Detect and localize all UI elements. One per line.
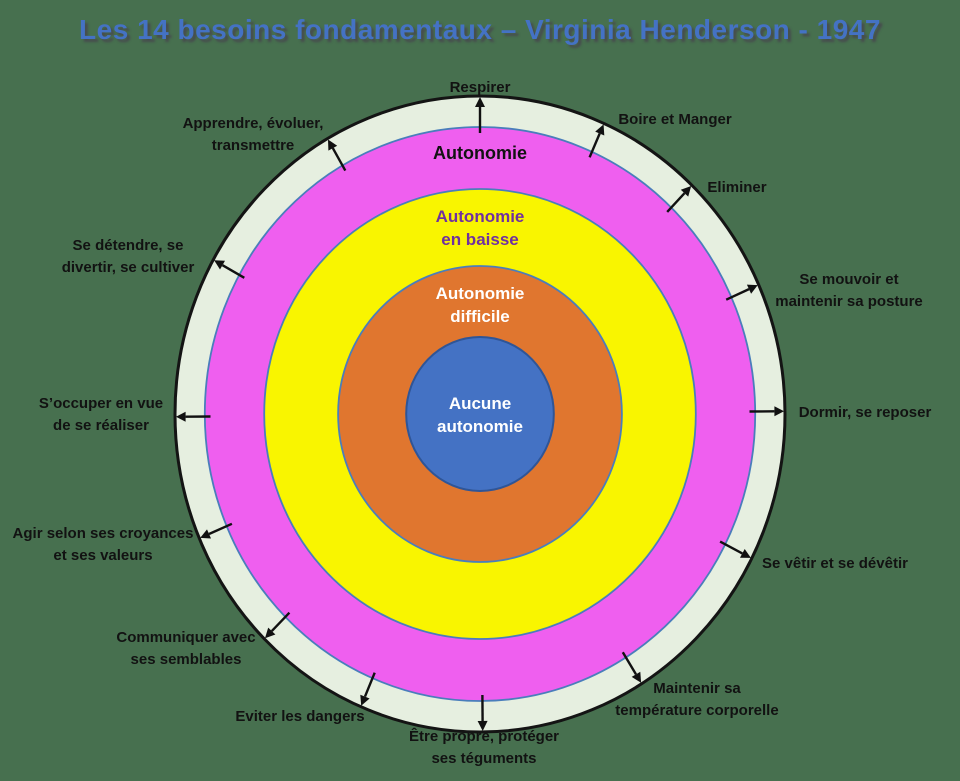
arrow-se-vetir: [719, 540, 751, 558]
need-label-eviter-dangers: Eviter les dangers: [235, 706, 364, 728]
need-label-line: Boire et Manger: [618, 111, 732, 128]
arrow-apprendre: [328, 139, 347, 172]
need-label-line: Apprendre, évoluer,: [182, 115, 324, 132]
ring-label-autonomie-difficile: Autonomie difficile: [436, 282, 525, 328]
need-label-line: ses semblables: [130, 651, 242, 668]
need-label-line: Se détendre, se: [72, 237, 184, 254]
need-label-line: Dormir, se reposer: [798, 404, 932, 421]
arrow-se-detendre: [214, 260, 245, 279]
ring-label-line: Autonomie: [435, 207, 525, 226]
need-label-se-vetir: Se vêtir et se dévêtir: [762, 553, 908, 575]
need-label-line: température corporelle: [615, 702, 779, 719]
arrow-eliminer: [666, 186, 692, 213]
arrow-soccuper: [176, 411, 211, 422]
need-label-respirer: Respirer: [450, 77, 511, 99]
need-label-boire-et-manger: Boire et Manger: [618, 109, 731, 131]
need-label-dormir: Dormir, se reposer: [799, 402, 932, 424]
need-label-line: S’occuper en vue: [38, 395, 164, 412]
need-label-line: de se réaliser: [53, 417, 149, 434]
need-label-communiquer: Communiquer avec ses semblables: [116, 627, 255, 671]
ring-label-line: Aucune: [448, 394, 512, 413]
need-label-line: Communiquer avec: [116, 629, 256, 646]
ring-label-line: difficile: [450, 307, 510, 326]
diagram-title: Les 14 besoins fondamentaux – Virginia H…: [79, 14, 881, 45]
need-label-line: Être propre, protéger: [408, 728, 560, 745]
need-label-line: divertir, se cultiver: [61, 259, 195, 276]
need-label-line: ses téguments: [431, 750, 537, 767]
arrow-dormir: [749, 406, 784, 417]
need-label-se-detendre: Se détendre, se divertir, se cultiver: [62, 235, 195, 279]
need-label-line: et ses valeurs: [53, 547, 153, 564]
need-label-line: Eliminer: [707, 179, 767, 196]
need-label-etre-propre: Être propre, protéger ses téguments: [409, 726, 559, 770]
arrow-communiquer: [265, 611, 291, 639]
need-label-se-mouvoir: Se mouvoir et maintenir sa posture: [775, 269, 923, 313]
need-label-apprendre: Apprendre, évoluer, transmettre: [183, 113, 324, 157]
arrow-temperature: [621, 651, 642, 683]
need-label-line: transmettre: [211, 137, 295, 154]
need-label-line: Respirer: [449, 79, 511, 96]
ring-label-autonomie: Autonomie: [433, 141, 527, 165]
arrow-agir-croyances: [200, 522, 233, 539]
need-label-line: maintenir sa posture: [775, 293, 923, 310]
ring-label-aucune-autonomie: Aucune autonomie: [437, 392, 523, 438]
need-label-line: Maintenir sa: [653, 680, 741, 697]
arrow-etre-propre: [477, 694, 488, 731]
need-label-agir-croyances: Agir selon ses croyances et ses valeurs: [13, 523, 194, 567]
need-label-line: Eviter les dangers: [235, 708, 365, 725]
arrow-se-mouvoir: [725, 284, 758, 301]
arrow-eviter-dangers: [360, 672, 376, 706]
need-label-eliminer: Eliminer: [707, 177, 766, 199]
need-label-line: Se vêtir et se dévêtir: [762, 555, 908, 572]
need-label-temperature: Maintenir sa température corporelle: [615, 678, 778, 722]
ring-label-line: Autonomie: [435, 284, 525, 303]
need-label-soccuper: S’occuper en vue de se réaliser: [39, 393, 163, 437]
ring-label-line: Autonomie: [433, 143, 527, 163]
need-label-line: Agir selon ses croyances: [12, 525, 194, 542]
ring-label-line: autonomie: [437, 417, 523, 436]
ring-label-line: en baisse: [441, 230, 519, 249]
arrow-respirer: [475, 97, 485, 133]
ring-blue-core: [405, 336, 555, 492]
need-label-line: Se mouvoir et: [799, 271, 899, 288]
arrow-boire-et-manger: [588, 124, 605, 158]
ring-label-autonomie-en-baisse: Autonomie en baisse: [436, 205, 525, 251]
